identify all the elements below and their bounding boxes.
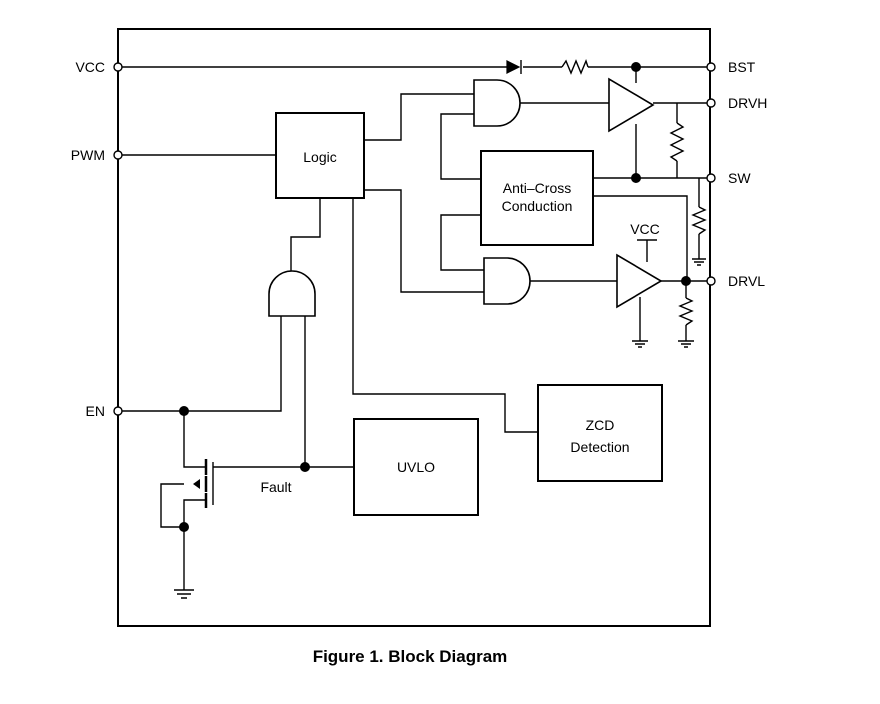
pin-bst-label: BST [728,59,756,75]
ground-icon [692,258,706,266]
pin-sw [706,173,716,183]
pin-en-label: EN [86,403,105,419]
anti-cross-block [480,150,594,246]
junction-bst [631,62,641,72]
pin-vcc [113,62,123,72]
high-side-buffer [608,77,655,133]
pin-pwm [113,150,123,160]
anti-cross-label-line2: Conduction [502,198,573,214]
and-gate-enable [268,270,316,317]
zcd-block [537,384,663,482]
resistor-drvl-icon [678,297,694,326]
pin-drvh [706,98,716,108]
pin-sw-label: SW [728,170,751,186]
diode-icon [506,60,522,74]
junction-fault [300,462,310,472]
ground-icon [632,340,648,348]
low-side-buffer [616,253,663,309]
junction-drvl [681,276,691,286]
pin-vcc-label: VCC [75,59,105,75]
and-gate-low [483,257,531,305]
pin-drvh-label: DRVH [728,95,767,111]
pin-drvl [706,276,716,286]
anti-cross-label-line1: Anti–Cross [503,180,571,196]
figure-caption: Figure 1. Block Diagram [313,647,508,666]
fault-label: Fault [260,479,291,495]
chip-boundary [117,28,711,627]
zcd-label-line2: Detection [570,439,629,455]
junction-source [179,522,189,532]
ground-icon [174,589,194,599]
logic-block [275,112,365,199]
resistor-sw-icon [691,206,707,235]
pin-drvl-label: DRVL [728,273,765,289]
junction-en [179,406,189,416]
resistor-bst-icon [561,59,589,75]
junction-dots [179,62,691,532]
logic-label: Logic [303,149,336,165]
vcc-supply-label: VCC [630,221,660,237]
zcd-label-line1: ZCD [586,417,615,433]
junction-sw [631,173,641,183]
pin-en [113,406,123,416]
pin-bst [706,62,716,72]
uvlo-block [353,418,479,516]
and-gate-high [473,79,521,127]
ground-icon [678,340,694,348]
uvlo-label: UVLO [397,459,435,475]
pin-pwm-label: PWM [71,147,105,163]
resistor-drvh-icon [669,122,685,162]
fault-transistor-icon [193,459,214,508]
